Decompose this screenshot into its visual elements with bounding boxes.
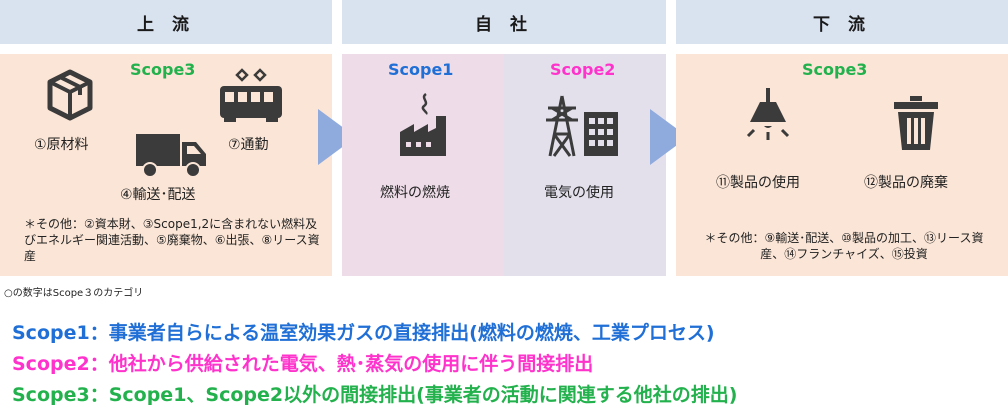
header-downstream: 下 流 [676,0,1008,44]
power-tower-building-icon [542,94,622,158]
transport-label: ④輸送･配送 [120,187,196,203]
product-disposal-label: ⑫製品の廃棄 [864,175,948,191]
upstream-panel: Scope3 ①原材料 ⑦通勤 ④輸送･配送 [0,54,332,276]
scope3-definition: Scope3：Scope1、Scope2以外の間接排出(事業者の活動に関連する他… [12,384,738,406]
upstream-scope3-label: Scope3 [130,60,196,79]
commute-label: ⑦通勤 [228,137,269,153]
product-use-label: ⑪製品の使用 [716,175,800,191]
trash-can-icon [892,96,940,152]
lamp-icon [740,88,796,148]
scope2-definition: Scope2：他社から供給された電気、熱･蒸気の使用に伴う間接排出 [12,353,594,375]
factory-icon [396,92,452,158]
upstream-other-note: ＊その他：②資本財、③Scope1,2に含まれない燃料及びエネルギー関連活動、⑤… [24,217,320,263]
truck-icon [134,130,208,180]
scope1-panel: Scope1 燃料の燃焼 [342,54,504,276]
electricity-use-label: 電気の使用 [544,185,614,201]
header-upstream: 上 流 [0,0,332,44]
train-icon [218,66,284,124]
category-footnote: ○の数字はScope３のカテゴリ [4,288,144,299]
scope1-definition: Scope1：事業者自らによる温室効果ガスの直接排出(燃料の燃焼、工業プロセス) [12,322,715,344]
scope1-label: Scope1 [388,60,454,79]
header-own-company: 自 社 [342,0,666,44]
scope2-label: Scope2 [550,60,616,79]
downstream-panel: Scope3 ⑪製品の使用 ⑫製品の廃棄 ＊その他：⑨輸送･配送、⑩製品の加工、… [676,54,1008,276]
downstream-other-note: ＊その他：⑨輸送･配送、⑩製品の加工、⑬リース資産、⑭フランチャイズ、⑮投資 [704,231,984,261]
downstream-scope3-label: Scope3 [802,60,868,79]
fuel-combustion-label: 燃料の燃焼 [380,185,450,201]
box-icon [46,68,94,122]
raw-materials-label: ①原材料 [34,137,89,153]
scope2-panel: Scope2 電気の使用 [504,54,666,276]
